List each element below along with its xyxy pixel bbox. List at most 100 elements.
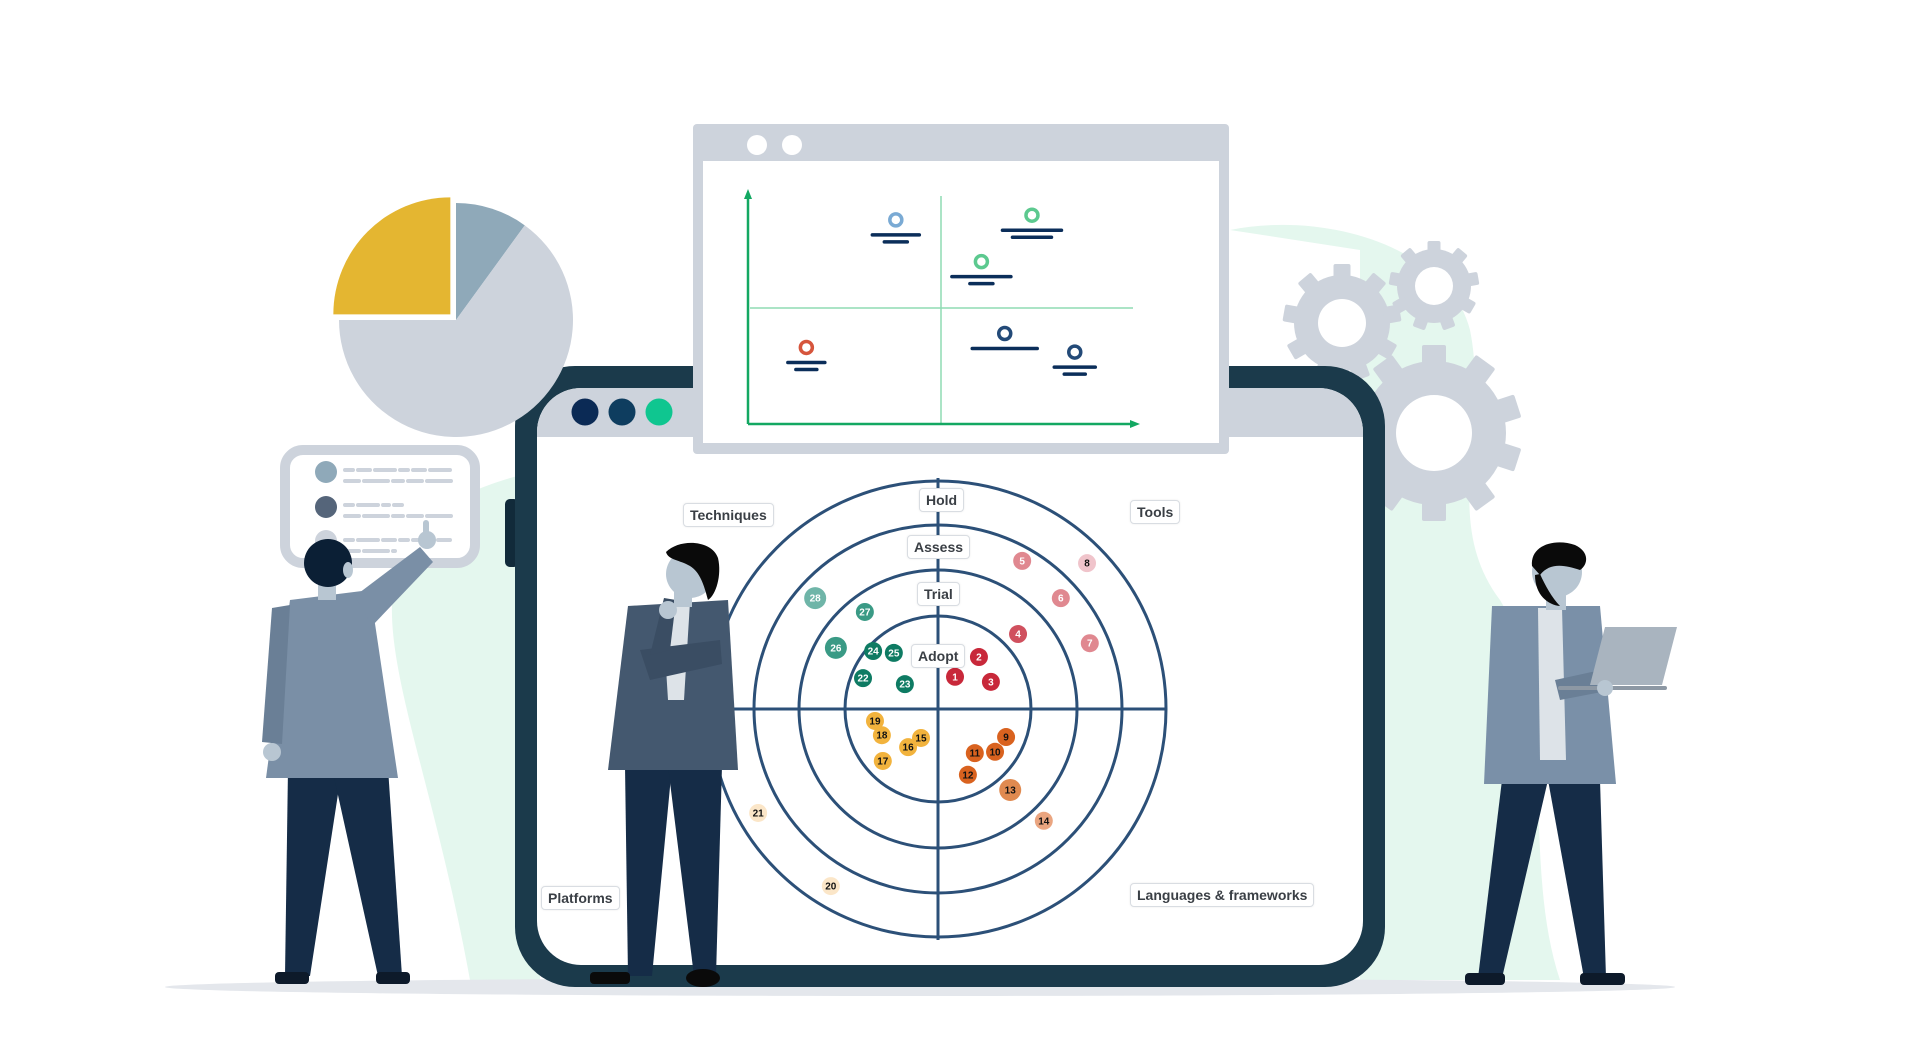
radar-blip-23[interactable]: 23 bbox=[895, 675, 914, 694]
person-middle-thinking bbox=[590, 542, 738, 987]
window-dot-icon[interactable] bbox=[608, 398, 636, 426]
blip-marker[interactable] bbox=[958, 765, 977, 784]
blip-marker[interactable] bbox=[895, 675, 914, 694]
blip-marker[interactable] bbox=[1013, 551, 1032, 570]
quadrant-label-techniques: Techniques bbox=[683, 503, 774, 527]
radar-blip-19[interactable]: 19 bbox=[865, 711, 884, 730]
radar-blip-27[interactable]: 27 bbox=[855, 602, 874, 621]
radar-blip-15[interactable]: 15 bbox=[911, 728, 930, 747]
blip-marker[interactable] bbox=[911, 728, 930, 747]
radar-blip-8[interactable]: 8 bbox=[1078, 554, 1097, 573]
gear-tooth bbox=[1282, 304, 1302, 324]
radar-blip-24[interactable]: 24 bbox=[864, 642, 883, 661]
person-right-laptop bbox=[1465, 542, 1677, 985]
blip-marker[interactable] bbox=[1034, 811, 1053, 830]
blip-marker[interactable] bbox=[749, 803, 768, 822]
radar-blip-5[interactable]: 5 bbox=[1013, 551, 1032, 570]
radar-blip-3[interactable]: 3 bbox=[981, 672, 1000, 691]
radar-blip-9[interactable]: 9 bbox=[997, 728, 1016, 747]
radar-blip-25[interactable]: 25 bbox=[884, 643, 903, 662]
quadrant-label-languages-frameworks: Languages & frameworks bbox=[1130, 883, 1315, 907]
radar-blip-12[interactable]: 12 bbox=[958, 765, 977, 784]
gear-icon bbox=[1388, 241, 1480, 330]
gear-tooth bbox=[1388, 272, 1405, 287]
blip-number: 18 bbox=[876, 731, 888, 742]
blip-marker[interactable] bbox=[865, 711, 884, 730]
radar-blip-4[interactable]: 4 bbox=[1009, 625, 1028, 644]
blip-marker[interactable] bbox=[1080, 634, 1099, 653]
gear-tooth bbox=[1392, 296, 1410, 314]
blip-number: 20 bbox=[825, 882, 837, 893]
window-control-icon[interactable] bbox=[782, 135, 802, 155]
list-avatar-icon bbox=[315, 461, 337, 483]
blip-marker[interactable] bbox=[864, 642, 883, 661]
gear-tooth bbox=[1363, 273, 1386, 296]
gear-tooth bbox=[1439, 313, 1455, 330]
radar-blip-17[interactable]: 17 bbox=[873, 751, 892, 770]
blip-marker[interactable] bbox=[854, 669, 873, 688]
blip-marker[interactable] bbox=[1009, 625, 1028, 644]
blip-marker[interactable] bbox=[981, 672, 1000, 691]
radar-blip-2[interactable]: 2 bbox=[969, 648, 988, 667]
gear-tooth bbox=[1463, 272, 1480, 287]
point-marker-icon bbox=[973, 253, 990, 270]
pie-slice bbox=[339, 225, 574, 438]
gears bbox=[1282, 241, 1521, 521]
blip-number: 12 bbox=[962, 770, 974, 781]
radar-blip-18[interactable]: 18 bbox=[872, 726, 891, 745]
mint-blob-left bbox=[391, 470, 540, 980]
radar-blip-1[interactable]: 1 bbox=[946, 667, 965, 686]
gear-tooth bbox=[1458, 296, 1476, 314]
ring-label-hold: Hold bbox=[919, 488, 965, 512]
window-dot-icon[interactable] bbox=[645, 398, 673, 426]
blip-marker[interactable] bbox=[969, 648, 988, 667]
blip-marker[interactable] bbox=[884, 643, 903, 662]
radar-blip-14[interactable]: 14 bbox=[1034, 811, 1053, 830]
blip-marker[interactable] bbox=[997, 728, 1016, 747]
ring-label-assess: Assess bbox=[907, 535, 971, 559]
blip-marker[interactable] bbox=[872, 726, 891, 745]
radar-blip-22[interactable]: 22 bbox=[854, 669, 873, 688]
blip-marker[interactable] bbox=[1078, 554, 1097, 573]
radar-blip-6[interactable]: 6 bbox=[1051, 589, 1070, 608]
point-marker-icon bbox=[1024, 207, 1040, 223]
radar-blip-7[interactable]: 7 bbox=[1080, 634, 1099, 653]
radar-blip-20[interactable]: 20 bbox=[821, 877, 840, 896]
blip-marker[interactable] bbox=[946, 667, 965, 686]
matrix-point bbox=[1052, 344, 1098, 376]
blip-marker[interactable] bbox=[855, 602, 874, 621]
ring-label-adopt: Adopt bbox=[911, 644, 966, 668]
gear-tooth bbox=[1373, 355, 1405, 386]
blip-marker[interactable] bbox=[821, 877, 840, 896]
window-control-icon[interactable] bbox=[747, 135, 767, 155]
quadrant-label-platforms: Platforms bbox=[541, 886, 620, 910]
blip-marker[interactable] bbox=[804, 587, 827, 610]
blip-number: 21 bbox=[753, 808, 765, 819]
window-dot-icon[interactable] bbox=[571, 398, 599, 426]
blip-number: 2 bbox=[976, 653, 982, 664]
radar-blip-21[interactable]: 21 bbox=[749, 803, 768, 822]
blip-number: 5 bbox=[1019, 556, 1025, 567]
radar-blip-13[interactable]: 13 bbox=[999, 778, 1022, 801]
pie-slice bbox=[456, 203, 525, 320]
gear-tooth bbox=[1449, 248, 1468, 266]
radar-blip-10[interactable]: 10 bbox=[986, 742, 1005, 761]
blip-marker[interactable] bbox=[986, 742, 1005, 761]
blip-marker[interactable] bbox=[824, 636, 847, 659]
blip-number: 13 bbox=[1005, 785, 1017, 796]
radar-blip-16[interactable]: 16 bbox=[899, 738, 918, 757]
blip-marker[interactable] bbox=[999, 778, 1022, 801]
blip-number: 15 bbox=[915, 733, 927, 744]
radar-blip-26[interactable]: 26 bbox=[824, 636, 847, 659]
matrix-point bbox=[870, 212, 922, 244]
gear-tooth bbox=[1493, 442, 1521, 472]
blip-number: 4 bbox=[1015, 630, 1021, 641]
blip-marker[interactable] bbox=[899, 738, 918, 757]
blip-marker[interactable] bbox=[965, 744, 984, 763]
blip-marker[interactable] bbox=[873, 751, 892, 770]
radar-blip-28[interactable]: 28 bbox=[804, 587, 827, 610]
list-avatar-icon bbox=[315, 496, 337, 518]
gear-tooth bbox=[1493, 394, 1521, 424]
radar-blip-11[interactable]: 11 bbox=[965, 744, 984, 763]
blip-marker[interactable] bbox=[1051, 589, 1070, 608]
